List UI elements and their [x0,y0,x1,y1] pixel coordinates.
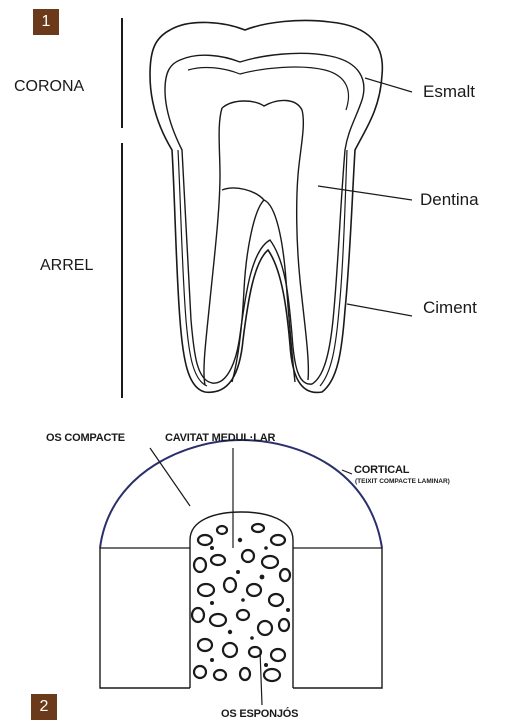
crown-label: CORONA [14,78,84,96]
root-label: ARREL [40,257,93,275]
medullary-cavity-label: CAVITAT MEDUL·LAR [165,432,275,444]
spongy-bone-texture [192,524,290,681]
compact-block-left [100,548,190,688]
spongy-bone-label: OS ESPONJÓS [221,708,298,720]
spongy-bone-dots [210,538,290,667]
cortical-arc [100,440,382,548]
compact-block-right [293,548,382,688]
enamel-inner-contour [165,53,364,384]
enamel-label: Esmalt [423,82,475,102]
dentin-label: Dentina [420,190,479,210]
dentin-leader [318,186,412,200]
cementum-line [178,150,347,386]
cementum-label: Ciment [423,298,477,318]
figure-2-number-badge: 2 [31,694,57,720]
compact-bone-label: OS COMPACTE [46,432,125,444]
cortical-leader [342,470,352,474]
cortical-sub-label: (TEIXIT COMPACTE LAMINAR) [355,478,450,485]
spongy-bone-leader [260,650,262,705]
enamel-leader [365,78,412,92]
cortical-label: CORTICAL [354,464,409,476]
cementum-leader [347,304,412,316]
